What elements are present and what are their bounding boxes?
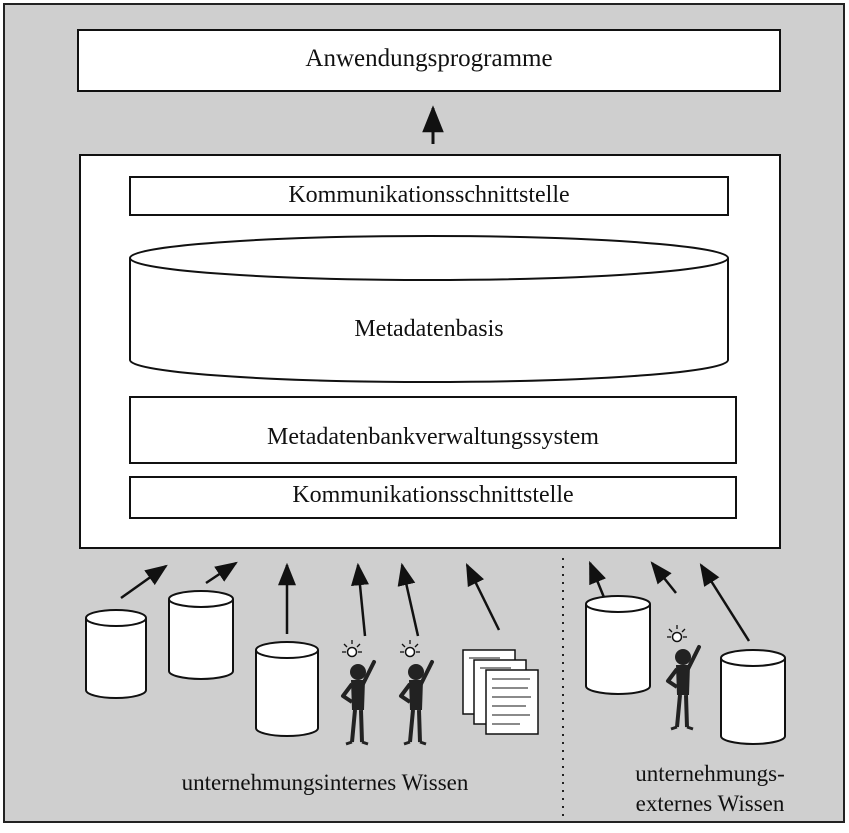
source-arrows [120,560,751,642]
comm-interface-bottom-box [129,476,737,519]
database-cylinder-icon [255,641,319,737]
comm-interface-top-box [129,176,729,216]
metadata-base-cylinder-icon [129,235,729,383]
person-with-idea-icon [399,640,434,746]
database-cylinder-icon [720,649,786,745]
people-group [341,625,701,746]
database-cylinders [85,590,786,745]
arrow-up-icon [650,561,677,594]
database-cylinder-icon [85,609,147,699]
arrow-up-icon [397,562,420,637]
external-knowledge-label-line1: unternehmungs- [635,761,785,786]
person-with-idea-icon [666,625,701,731]
application-programs-label: Anwendungsprogramme [305,45,553,72]
arrow-up-icon [205,561,238,585]
comm-interface-bottom-label: Kommunikationsschnittstelle [292,482,574,508]
dbms-box [129,396,737,464]
external-knowledge-label-line2: externes Wissen [635,791,785,816]
internal-knowledge-label: unternehmungsinternes Wissen [181,770,469,795]
arrow-up-icon [120,564,168,600]
metadata-base-label: Metadatenbasis [354,316,504,342]
database-cylinder-icon [168,590,234,680]
person-with-idea-icon [341,640,376,746]
application-programs-box [77,29,781,92]
database-cylinder-icon [585,595,651,695]
arrow-up-icon [699,563,751,642]
arrow-up-icon [351,562,369,637]
dbms-label: Metadatenbankverwaltungssystem [267,424,599,450]
document-stack-icon [462,649,539,735]
arrow-up-icon [465,562,501,631]
comm-interface-top-label: Kommunikationsschnittstelle [288,182,570,208]
